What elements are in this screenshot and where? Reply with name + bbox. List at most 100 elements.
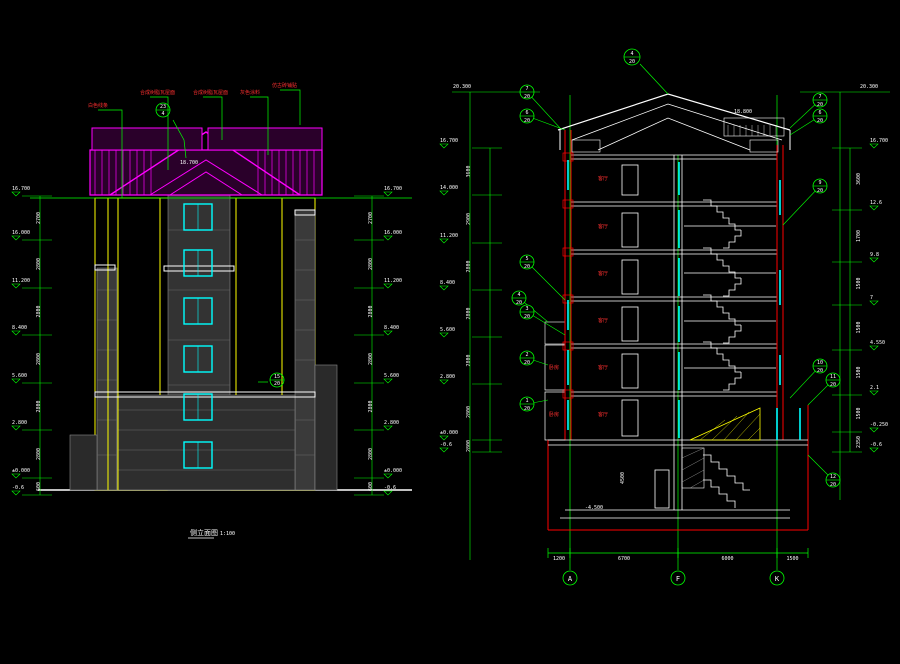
detail-tag: 120 [519, 396, 549, 412]
detail-tag: 620 [519, 108, 566, 131]
detail-tag: 7 20 [519, 84, 561, 129]
elev-right-level: 16.000 [384, 230, 402, 236]
svg-text:20: 20 [524, 314, 530, 320]
door [621, 399, 639, 437]
door [621, 164, 639, 196]
sec-left-level: 8.400 [440, 280, 455, 286]
elev-right-level: 2.800 [384, 420, 399, 426]
detail-tag: 15 20 [258, 372, 285, 388]
axis-span: 6000 [721, 556, 733, 562]
svg-text:9: 9 [818, 180, 821, 186]
detail-tag: 620 [789, 108, 828, 136]
svg-text:20: 20 [524, 118, 530, 124]
elev-right-span: 2800 [368, 448, 374, 460]
detail-tag: 520 [519, 254, 566, 301]
room-label: 卧房 [549, 411, 559, 418]
sec-left-span: 2800 [466, 260, 472, 272]
svg-text:20: 20 [524, 360, 530, 366]
svg-text:4: 4 [630, 51, 633, 57]
door [654, 469, 670, 509]
sec-left-span: 2900 [466, 213, 472, 225]
elev-left-span: 2800 [36, 400, 42, 412]
elev-left-level: 16.000 [12, 230, 30, 236]
svg-text:20: 20 [817, 118, 823, 124]
svg-text:7: 7 [525, 86, 528, 92]
sec-left-level: ±0.000 [440, 430, 458, 436]
detail-tag: 220 [519, 350, 549, 366]
roof [89, 127, 323, 196]
elev-right-span: 2700 [368, 212, 374, 224]
sec-left-level: -0.6 [440, 442, 452, 448]
hatched-stair [681, 407, 761, 489]
stairs [684, 199, 776, 508]
svg-text:6: 6 [525, 110, 528, 116]
room-label: 客厅 [598, 364, 608, 371]
detail-tag: 420 [511, 290, 549, 323]
axis-bubble: K [769, 570, 785, 586]
elev-right-level: 5.600 [384, 373, 399, 379]
svg-text:5: 5 [525, 256, 528, 262]
svg-text:20: 20 [830, 382, 836, 388]
sec-right-level: 9.8 [870, 252, 879, 258]
room-label: 客厅 [598, 175, 608, 182]
svg-text:12: 12 [830, 474, 836, 480]
attic-level: 18.800 [734, 109, 752, 115]
elev-left-level: 5.600 [12, 373, 27, 379]
axis-bubble: A [562, 570, 578, 586]
sec-left-span: 2800 [466, 307, 472, 319]
sec-right-level: -0.6 [870, 442, 882, 448]
elev-left-span: 2800 [36, 258, 42, 270]
elev-left-span: 2800 [36, 305, 42, 317]
sec-right-level: 2.1 [870, 385, 879, 391]
room-label: 客厅 [598, 411, 608, 418]
detail-tag: 920 [782, 178, 828, 226]
left-dimension-chain: 16.70016.00011.2008.4005.6002.800±0.000-… [11, 186, 52, 496]
svg-text:20: 20 [516, 300, 522, 306]
sec-left-span: 2800 [466, 406, 472, 418]
sec-right-span: 1500 [856, 366, 862, 378]
section-left-dimensions: 16.70014.00011.2008.4005.6002.800±0.000-… [439, 92, 502, 560]
sec-left-level: 2.800 [440, 374, 455, 380]
ridge-level: 18.700 [180, 160, 198, 166]
sec-left-span: 2800 [466, 440, 472, 452]
roof-note-2: 合成树脂瓦屋面 [140, 89, 175, 96]
svg-text:20: 20 [817, 368, 823, 374]
elev-left-level: 2.800 [12, 420, 27, 426]
roof-note-4: 灰色涂料 [240, 89, 260, 96]
basement-height: 4500 [620, 472, 626, 484]
building-section: 18.800 4 20 20.300 20.300 客厅客厅客厅客厅客厅客厅卧房… [439, 48, 890, 586]
sec-right-span: 2350 [856, 436, 862, 448]
elev-left-span: 2700 [36, 212, 42, 224]
sec-right-span: 1500 [856, 321, 862, 333]
elevation-caption: 侧立面图 [190, 528, 218, 537]
stone-cladding-left [96, 267, 118, 491]
sec-left-level: 14.000 [440, 185, 458, 191]
axis-span: 6700 [618, 556, 630, 562]
sec-right-span: 3600 [856, 173, 862, 185]
elev-right-span: 2800 [368, 258, 374, 270]
sec-left-level: 16.700 [440, 138, 458, 144]
elev-right-span: 2800 [368, 305, 374, 317]
svg-text:20: 20 [830, 482, 836, 488]
elev-right-level: ±0.000 [384, 468, 402, 474]
svg-text:2: 2 [525, 352, 528, 358]
axis-span: 1500 [786, 556, 798, 562]
room-label: 客厅 [598, 270, 608, 277]
door [621, 353, 639, 389]
door [621, 306, 639, 342]
side-elevation: 白色线条 合成树脂瓦屋面 合成树脂瓦屋面 灰色涂料 仿古砖铺贴 23 4 18.… [11, 82, 412, 539]
elev-left-span: 2800 [36, 353, 42, 365]
elevation-scale: 1:100 [220, 531, 235, 537]
svg-text:4: 4 [161, 111, 164, 117]
svg-text:23: 23 [160, 104, 166, 110]
svg-text:11: 11 [830, 374, 836, 380]
basement-level: -4.500 [585, 505, 603, 511]
